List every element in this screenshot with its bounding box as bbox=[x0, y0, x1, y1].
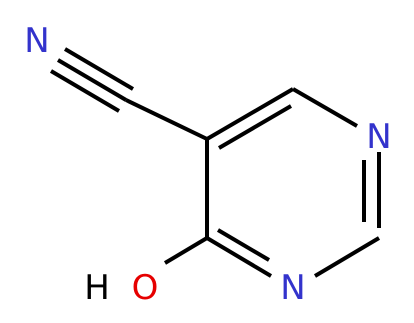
atom-nitrile-n: N bbox=[24, 21, 49, 61]
bond-c2-n3 bbox=[313, 236, 381, 278]
bond-c5-cnitrile bbox=[125, 98, 208, 141]
bond-c5-c6 bbox=[205, 87, 295, 150]
atom-ring-n3: N bbox=[280, 268, 305, 308]
atom-ring-n1: N bbox=[366, 117, 391, 157]
bond-nitrile-triple bbox=[49, 47, 135, 113]
bond-n1-c2 bbox=[362, 152, 381, 228]
atom-hydroxyl-h: H bbox=[84, 268, 110, 308]
bond-c4-o bbox=[163, 236, 209, 265]
bond-c6-n1 bbox=[291, 87, 359, 128]
atom-hydroxyl-o: O bbox=[132, 268, 159, 308]
bond-n3-c4 bbox=[205, 228, 273, 278]
